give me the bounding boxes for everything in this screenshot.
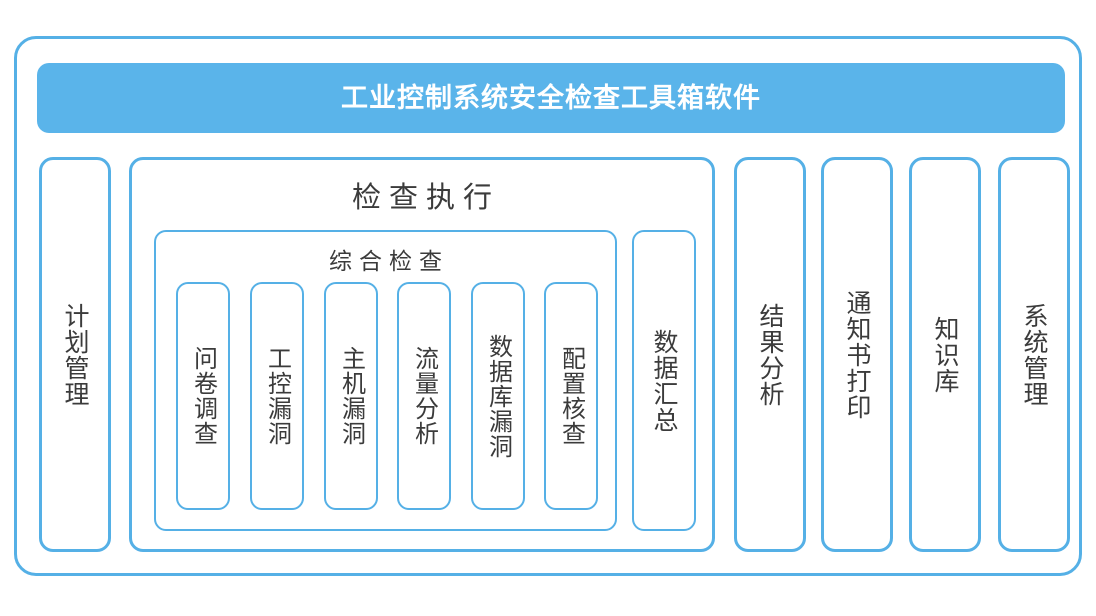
item-configuration-audit-label: 配置核查 xyxy=(557,346,586,446)
item-traffic-analysis[interactable]: 流量分析 xyxy=(397,282,451,510)
module-result-analysis-label-wrap: 结果分析 xyxy=(737,160,803,549)
module-comprehensive-inspection-heading: 综合检查 xyxy=(329,249,449,275)
item-configuration-audit-label-wrap: 配置核查 xyxy=(546,284,596,508)
module-inspection-execution[interactable]: 检查执行 综合检查 问卷调查 工控漏洞 主机漏洞 流量 xyxy=(129,157,715,552)
module-system-management-label-wrap: 系统管理 xyxy=(1001,160,1067,549)
module-comprehensive-inspection[interactable]: 综合检查 问卷调查 工控漏洞 主机漏洞 流量分析 xyxy=(154,230,617,531)
module-knowledge-base-label: 知识库 xyxy=(931,315,960,394)
module-system-management[interactable]: 系统管理 xyxy=(998,157,1070,552)
module-plan-management[interactable]: 计划管理 xyxy=(39,157,111,552)
module-notice-printing[interactable]: 通知书打印 xyxy=(821,157,893,552)
module-data-summary-label-wrap: 数据汇总 xyxy=(634,232,694,529)
module-knowledge-base[interactable]: 知识库 xyxy=(909,157,981,552)
item-questionnaire-survey[interactable]: 问卷调查 xyxy=(176,282,230,510)
module-result-analysis[interactable]: 结果分析 xyxy=(734,157,806,552)
module-knowledge-base-label-wrap: 知识库 xyxy=(912,160,978,549)
item-database-vulnerability-label: 数据库漏洞 xyxy=(484,333,513,459)
module-notice-printing-label-wrap: 通知书打印 xyxy=(824,160,890,549)
item-host-vulnerability[interactable]: 主机漏洞 xyxy=(324,282,378,510)
module-result-analysis-label: 结果分析 xyxy=(756,302,785,407)
item-traffic-analysis-label-wrap: 流量分析 xyxy=(399,284,449,508)
module-plan-management-label-wrap: 计划管理 xyxy=(42,160,108,549)
item-database-vulnerability-label-wrap: 数据库漏洞 xyxy=(473,284,523,508)
item-questionnaire-survey-label: 问卷调查 xyxy=(189,346,218,446)
item-questionnaire-survey-label-wrap: 问卷调查 xyxy=(178,284,228,508)
item-ics-vulnerability[interactable]: 工控漏洞 xyxy=(250,282,304,510)
module-system-management-label: 系统管理 xyxy=(1020,302,1049,407)
module-data-summary-label: 数据汇总 xyxy=(650,328,679,433)
item-ics-vulnerability-label: 工控漏洞 xyxy=(263,346,292,446)
app-title-bar: 工业控制系统安全检查工具箱软件 xyxy=(37,63,1065,133)
module-inspection-execution-heading: 检查执行 xyxy=(351,180,500,214)
item-traffic-analysis-label: 流量分析 xyxy=(410,346,439,446)
module-plan-management-label: 计划管理 xyxy=(61,302,90,407)
module-data-summary[interactable]: 数据汇总 xyxy=(632,230,696,531)
item-host-vulnerability-label: 主机漏洞 xyxy=(337,346,366,446)
item-host-vulnerability-label-wrap: 主机漏洞 xyxy=(326,284,376,508)
item-configuration-audit[interactable]: 配置核查 xyxy=(544,282,598,510)
module-notice-printing-label: 通知书打印 xyxy=(843,289,872,420)
item-database-vulnerability[interactable]: 数据库漏洞 xyxy=(471,282,525,510)
item-ics-vulnerability-label-wrap: 工控漏洞 xyxy=(252,284,302,508)
application-outer-frame: 工业控制系统安全检查工具箱软件 计划管理 检查执行 综合检查 问卷调查 工控漏洞 xyxy=(14,36,1082,576)
page-title: 工业控制系统安全检查工具箱软件 xyxy=(341,82,761,114)
